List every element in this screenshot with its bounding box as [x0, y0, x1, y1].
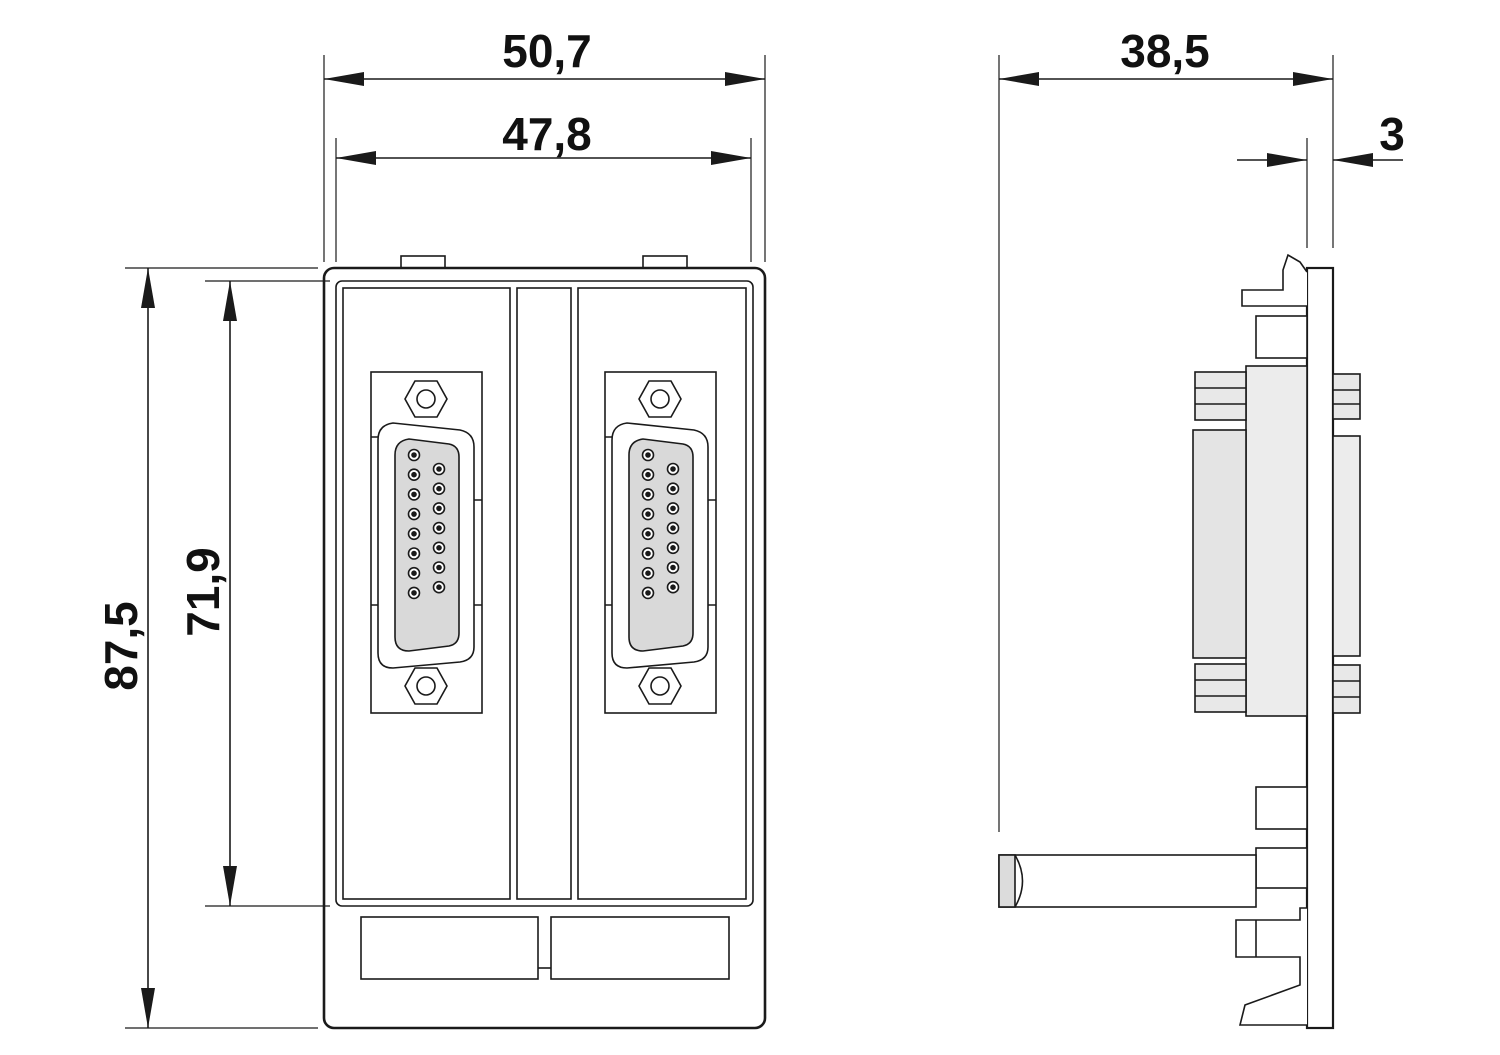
guide-rod	[998, 854, 1257, 908]
pin-center	[411, 452, 417, 458]
pin-center	[411, 570, 417, 577]
dsub-shell-right	[611, 422, 709, 669]
upper-tab	[1255, 315, 1308, 359]
extension-lines	[125, 55, 1334, 1029]
pin-center	[411, 590, 417, 596]
pin-center	[411, 511, 417, 517]
bottom-latch	[1235, 907, 1307, 1026]
pin-center	[670, 525, 676, 531]
dim-overall-width: 50,7	[502, 25, 592, 77]
hex-nut-bottom-right	[638, 667, 682, 705]
pin-center	[436, 485, 442, 492]
side-view	[998, 253, 1361, 1030]
pin-center	[670, 544, 676, 551]
pin-center	[645, 511, 651, 517]
pin-center	[670, 584, 676, 591]
front-view	[322, 255, 767, 1030]
pin-center	[645, 471, 651, 478]
lower-tab-1	[1255, 786, 1308, 830]
right-panel	[577, 287, 747, 900]
hex-nut-bottom-left	[404, 667, 448, 705]
pin-center	[645, 570, 651, 577]
pin-center	[436, 505, 442, 512]
dsub-face-right	[628, 438, 694, 652]
pin-center	[436, 525, 442, 531]
pin-center	[436, 564, 442, 571]
pin-center	[645, 491, 651, 498]
pin-center	[670, 485, 676, 492]
left-panel	[342, 287, 511, 900]
dim-overall-height: 87,5	[95, 601, 147, 691]
top-latch	[1241, 253, 1308, 307]
dim-inner-width: 47,8	[502, 108, 592, 160]
pin-center	[645, 452, 651, 458]
connector-plate-right	[604, 371, 717, 714]
dsub-face-left	[394, 438, 460, 652]
dim-depth: 38,5	[1120, 25, 1210, 77]
screw-top-side	[1194, 371, 1247, 421]
screw-bottom-side	[1194, 663, 1247, 713]
rear-shell	[1332, 435, 1361, 657]
lower-tab-2	[1255, 847, 1308, 889]
rear-nut-top	[1332, 373, 1361, 420]
pin-center	[411, 530, 417, 537]
pin-center	[411, 491, 417, 498]
connector-body	[1245, 365, 1308, 717]
pin-center	[645, 590, 651, 596]
dsub-shell-left	[377, 422, 475, 669]
pin-center	[670, 505, 676, 512]
dimension-lines	[141, 72, 1403, 1028]
dim-inner-height: 71,9	[177, 547, 229, 637]
connector-shell-side	[1192, 429, 1247, 659]
pin-center	[411, 550, 417, 557]
pin-center	[670, 564, 676, 571]
side-plate	[1305, 266, 1335, 1030]
pin-center	[411, 471, 417, 478]
pin-center	[645, 550, 651, 557]
housing-outline	[322, 266, 767, 1030]
center-divider	[516, 287, 572, 900]
label-field-right	[550, 916, 730, 980]
label-field-left	[360, 916, 539, 980]
pin-center	[436, 544, 442, 551]
pin-center	[670, 466, 676, 472]
dim-plate-thickness: 3	[1379, 108, 1405, 160]
pin-center	[645, 530, 651, 537]
pin-center	[436, 584, 442, 591]
connector-plate-left	[370, 371, 483, 714]
hex-nut-top-right	[638, 380, 682, 418]
dsub-pins-left	[407, 448, 446, 600]
dsub-pins-right	[641, 448, 680, 600]
rear-nut-bottom	[1332, 664, 1361, 714]
pin-center	[436, 466, 442, 472]
hex-nut-top-left	[404, 380, 448, 418]
housing-inner-frame	[335, 280, 754, 907]
